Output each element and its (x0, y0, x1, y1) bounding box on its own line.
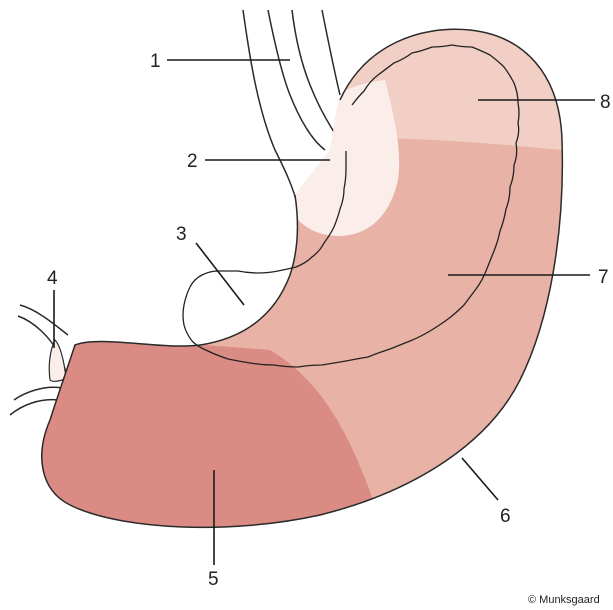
label-8: 8 (600, 92, 611, 113)
credit-text: © Munksgaard (528, 594, 600, 606)
label-4: 4 (47, 268, 58, 289)
label-1: 1 (150, 51, 161, 72)
label-2: 2 (187, 151, 198, 172)
label-5: 5 (208, 569, 219, 590)
leader-line-6 (462, 458, 498, 500)
label-6: 6 (500, 506, 511, 527)
label-7: 7 (598, 267, 609, 288)
cardia-region-fill (290, 80, 399, 236)
label-3: 3 (176, 224, 187, 245)
